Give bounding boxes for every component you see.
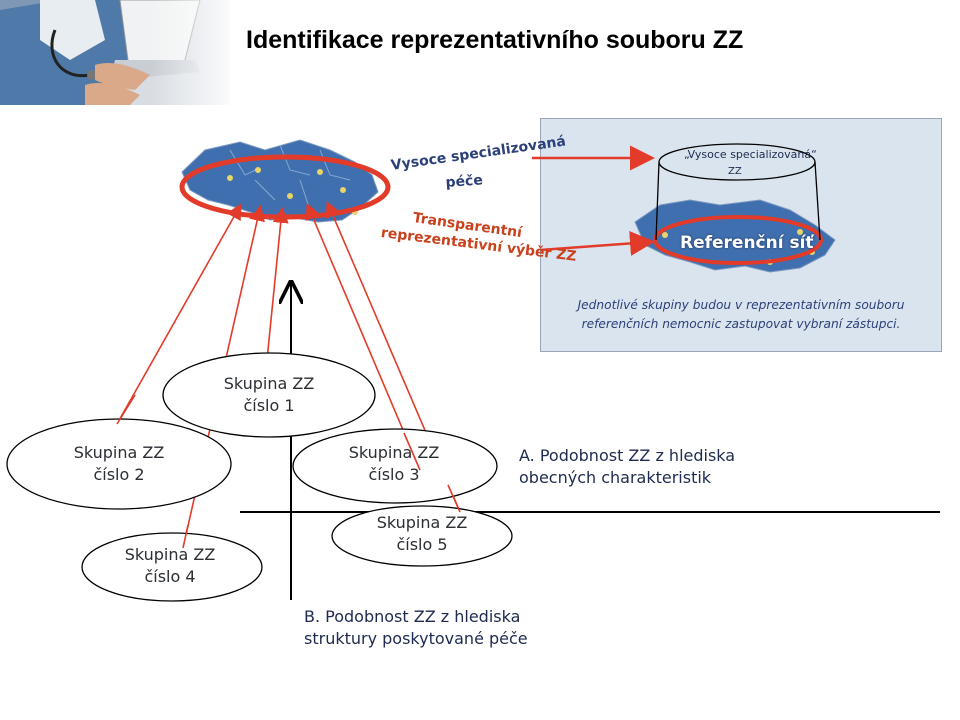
group-5-ellipse: [331, 505, 513, 567]
axis-b-line1: B. Podobnost ZZ z hlediska: [304, 607, 521, 626]
group-3-line1: Skupina ZZ: [348, 443, 440, 462]
arrow-to-referencni: [539, 230, 655, 256]
group-2-line1: Skupina ZZ: [73, 443, 165, 462]
panel-note-line2: referenčních nemocnic zastupovat vybraní…: [581, 317, 901, 331]
map-shape-right: [634, 199, 836, 273]
arrow-group3-map: [305, 203, 421, 471]
axis-a-line1: A. Podobnost ZZ z hlediska: [519, 446, 736, 465]
czech-map-left: [179, 139, 391, 223]
axis-b-line2: struktury poskytované péče: [304, 629, 528, 648]
group-1-ellipse: [162, 352, 376, 438]
group-5-line1: Skupina ZZ: [376, 513, 468, 532]
referencni-sit-label: Referenční síť: [680, 233, 814, 253]
panel-note-line1: Jednotlivé skupiny budou v reprezentativ…: [577, 298, 905, 312]
group-3-label: Skupina ZZ číslo 3: [349, 442, 440, 486]
slide-title: Identifikace reprezentativního souboru Z…: [246, 26, 744, 54]
arrow-group1-map: [266, 206, 289, 361]
referencni-ellipse: [653, 215, 823, 265]
panel-vysoce-label: „Vysoce specializovaná“: [684, 148, 817, 161]
group-4-line1: Skupina ZZ: [124, 545, 216, 564]
group-2-line2: číslo 2: [93, 465, 145, 484]
group-1-line2: číslo 1: [243, 396, 295, 415]
group-2-label: Skupina ZZ číslo 2: [74, 442, 165, 486]
group-5-line2: číslo 5: [396, 535, 448, 554]
axis-b-label: B. Podobnost ZZ z hlediska struktury pos…: [304, 606, 528, 650]
group-1-line1: Skupina ZZ: [223, 374, 315, 393]
panel-note: Jednotlivé skupiny budou v reprezentativ…: [548, 296, 934, 334]
axis-a-label: A. Podobnost ZZ z hlediska obecných char…: [519, 445, 735, 489]
group-4-ellipse: [81, 532, 263, 602]
group-4-line2: číslo 4: [144, 567, 196, 586]
group-3-ellipse: [292, 428, 498, 504]
photo-fade: [150, 0, 240, 110]
group-4-label: Skupina ZZ číslo 4: [125, 544, 216, 588]
group-5-label: Skupina ZZ číslo 5: [377, 512, 468, 556]
panel-zz-label: ZZ: [728, 166, 742, 177]
group-2-ellipse: [6, 418, 232, 510]
axis-a-line2: obecných charakteristik: [519, 468, 712, 487]
czech-map-right: [634, 143, 836, 273]
pece-label: péče: [445, 172, 484, 191]
group-3-line2: číslo 3: [368, 465, 420, 484]
group-1-label: Skupina ZZ číslo 1: [224, 373, 315, 417]
arrow-group2-map: [116, 203, 242, 425]
